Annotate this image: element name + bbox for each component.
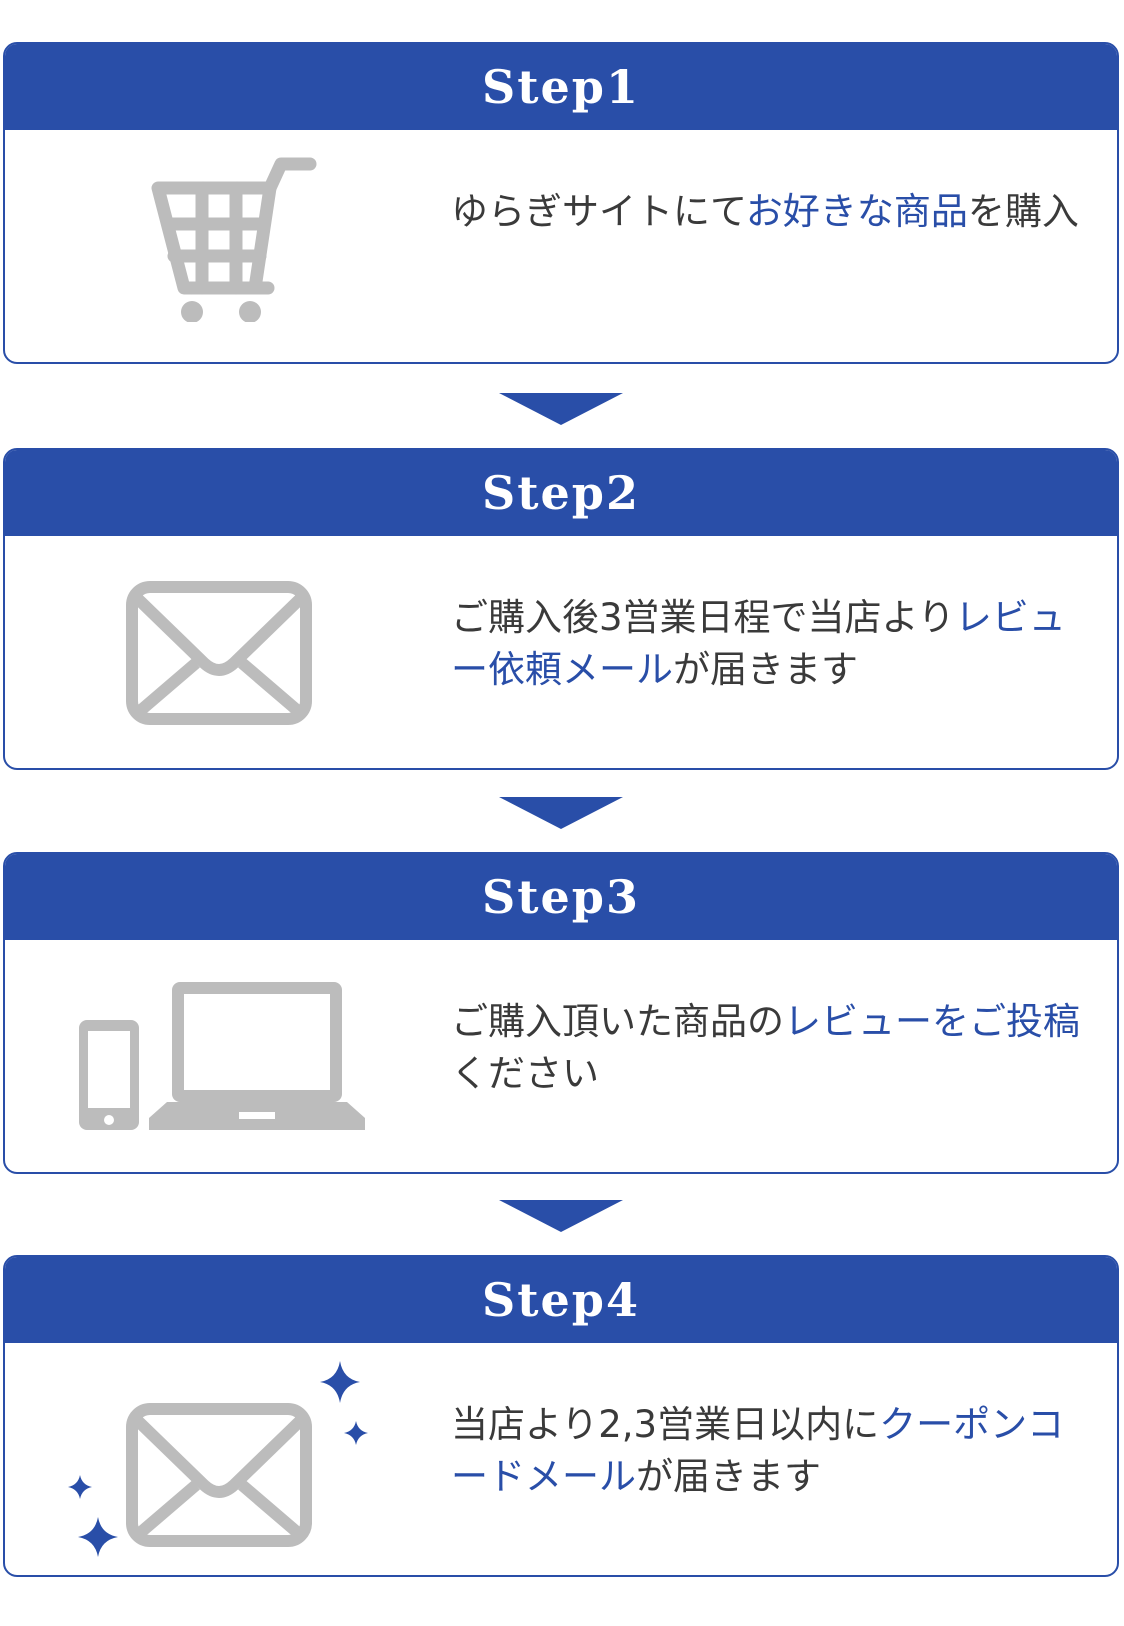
step-text-3-part-2: ください [451, 1052, 599, 1095]
step-title-4: Step4 [5, 1257, 1117, 1343]
down-arrow-icon [499, 393, 623, 425]
step-title-2: Step2 [5, 450, 1117, 536]
step-text-4-highlight: クーポンコードメール [451, 1403, 1065, 1498]
step-title-3: Step3 [5, 854, 1117, 940]
devices-icon [79, 982, 365, 1130]
step-card-4: Step4 当店より2,3営業日以内にクーポンコードメールが届きます [3, 1255, 1119, 1577]
step-card-2: Step2 ご購入後3営業日程で当店よりレビュー依頼メールが届きます [3, 448, 1119, 770]
step-text-2-part-2: が届きます [673, 648, 858, 691]
step-card-1: Step1 ゆらぎサイトにてお好きな商品を購入 [3, 42, 1119, 364]
step-text-1-part-2: を購入 [967, 190, 1079, 233]
step-body-1: ゆらぎサイトにてお好きな商品を購入 [5, 130, 1117, 362]
step-text-3: ご購入頂いた商品のレビューをご投稿ください [451, 996, 1091, 1100]
step-body-4: 当店より2,3営業日以内にクーポンコードメールが届きます [5, 1343, 1117, 1575]
step-card-3: Step3 ご購入頂いた商品のレビューをご投稿ください [3, 852, 1119, 1174]
step-text-2-part-1: ご購入後3営業日程で当店より [451, 596, 955, 639]
down-arrow-icon [499, 1200, 623, 1232]
sparkle-envelope-icon [68, 1361, 368, 1557]
step-text-4: 当店より2,3営業日以内にクーポンコードメールが届きます [451, 1399, 1091, 1503]
step-body-2: ご購入後3営業日程で当店よりレビュー依頼メールが届きます [5, 536, 1117, 768]
step-text-3-highlight: レビューをご投稿 [784, 1000, 1080, 1043]
step-text-1-highlight: お好きな商品 [745, 190, 968, 233]
shopping-cart-icon [151, 157, 317, 322]
step-text-1-part-1: ゆらぎサイトにて [451, 190, 746, 233]
envelope-icon [126, 581, 312, 725]
step-text-2: ご購入後3営業日程で当店よりレビュー依頼メールが届きます [451, 592, 1091, 696]
sparkle-icon [68, 1361, 368, 1557]
down-arrow-icon [499, 797, 623, 829]
step-text-2-highlight: レビュー依頼メール [451, 596, 1066, 691]
step-title-1: Step1 [5, 44, 1117, 130]
step-text-1: ゆらぎサイトにてお好きな商品を購入 [451, 186, 1091, 238]
step-body-3: ご購入頂いた商品のレビューをご投稿ください [5, 940, 1117, 1172]
step-text-4-part-1: 当店より2,3営業日以内に [451, 1403, 880, 1446]
step-text-4-part-2: が届きます [636, 1455, 821, 1498]
step-text-3-part-1: ご購入頂いた商品の [451, 1000, 784, 1043]
